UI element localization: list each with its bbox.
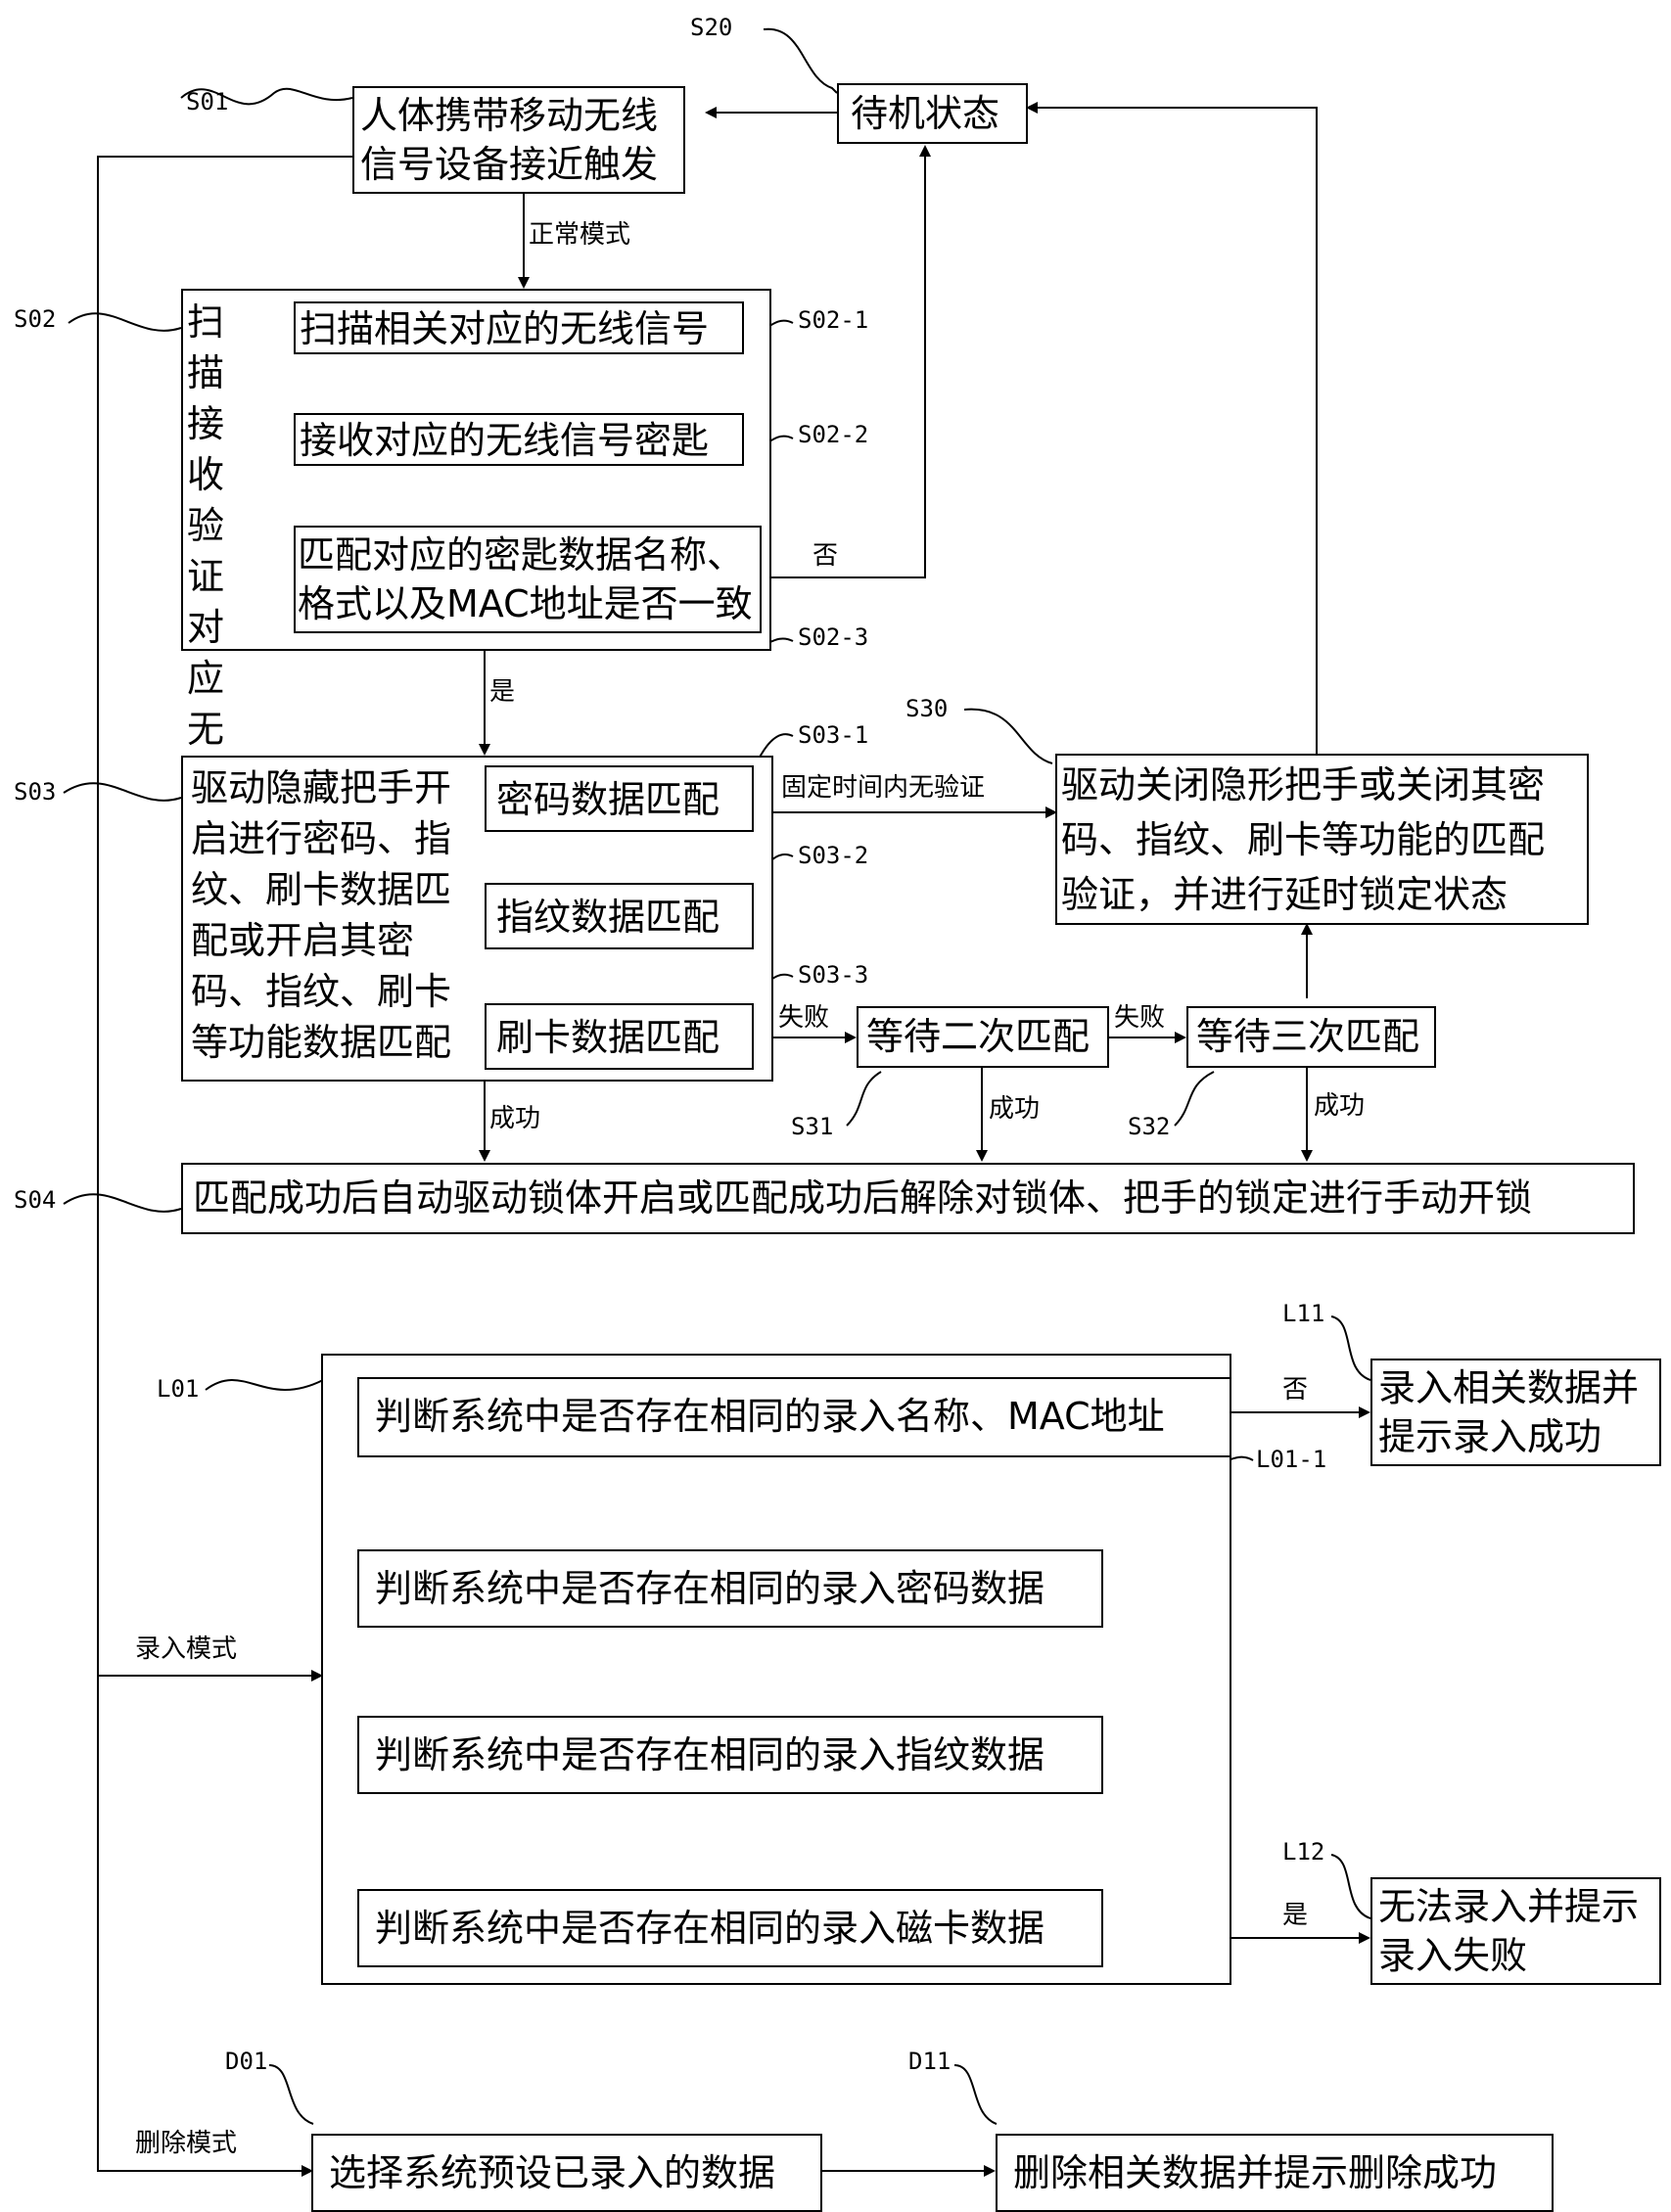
check-password-text: 判断系统中是否存在相同的录入密码数据 — [375, 1567, 1045, 1610]
drive-handle-line-4: 配或开启其密 — [191, 919, 415, 962]
step-id-s04: S04 — [14, 1186, 57, 1214]
standby-box: 待机状态 — [837, 83, 1028, 144]
delete-mode-label: 删除模式 — [135, 2129, 238, 2158]
step-id-l01: L01 — [157, 1375, 200, 1403]
fingerprint-match-box: 指纹数据匹配 — [485, 883, 754, 949]
step-id-l11: L11 — [1282, 1300, 1325, 1327]
entry-mode-label: 录入模式 — [135, 1635, 238, 1664]
check-name-mac-box: 判断系统中是否存在相同的录入名称、MAC地址 — [357, 1377, 1231, 1457]
drive-handle-line-3: 纹、刷卡数据匹 — [191, 868, 452, 911]
trigger-box: 人体携带移动无线 信号设备接近触发 — [352, 86, 685, 194]
success-label-1: 成功 — [489, 1104, 541, 1133]
third-match-text: 等待三次匹配 — [1196, 1015, 1420, 1058]
trigger-line-2: 信号设备接近触发 — [360, 143, 659, 186]
step-id-s02-1: S02-1 — [798, 306, 869, 334]
drive-handle-line-6: 等功能数据匹配 — [191, 1021, 452, 1064]
entry-fail-line-1: 无法录入并提示 — [1378, 1885, 1640, 1928]
step-id-d01: D01 — [225, 2048, 268, 2075]
check-card-text: 判断系统中是否存在相同的录入磁卡数据 — [375, 1907, 1045, 1950]
second-match-box: 等待二次匹配 — [857, 1006, 1109, 1068]
step-id-s02-3: S02-3 — [798, 623, 869, 651]
fixed-time-label: 固定时间内无验证 — [781, 773, 986, 803]
step-id-s03-3: S03-3 — [798, 961, 869, 989]
trigger-line-1: 人体携带移动无线 — [360, 94, 659, 137]
lock-delay-line-2: 码、指纹、刷卡等功能的匹配 — [1061, 818, 1546, 861]
scan-signal-box: 扫描相关对应的无线信号 — [294, 301, 744, 354]
step-id-l01-1: L01-1 — [1256, 1446, 1327, 1473]
select-data-text: 选择系统预设已录入的数据 — [329, 2151, 776, 2194]
yes-label-entry: 是 — [1282, 1901, 1309, 1930]
step-id-d11: D11 — [908, 2048, 952, 2075]
unlock-text: 匹配成功后自动驱动锁体开启或匹配成功后解除对锁体、把手的锁定进行手动开锁 — [193, 1176, 1533, 1220]
drive-handle-line-2: 启进行密码、指 — [191, 817, 452, 860]
lock-delay-line-3: 验证，并进行延时锁定状态 — [1061, 873, 1509, 916]
no-label-s02: 否 — [812, 541, 839, 571]
step-id-s03-2: S03-2 — [798, 842, 869, 869]
password-match-box: 密码数据匹配 — [485, 765, 754, 832]
entry-success-line-1: 录入相关数据并 — [1378, 1366, 1640, 1409]
check-fingerprint-box: 判断系统中是否存在相同的录入指纹数据 — [357, 1716, 1103, 1794]
step-id-s31: S31 — [791, 1113, 834, 1140]
entry-success-line-2: 提示录入成功 — [1378, 1415, 1602, 1458]
entry-fail-line-2: 录入失败 — [1378, 1934, 1528, 1977]
standby-text: 待机状态 — [851, 92, 1000, 135]
delete-data-box: 删除相关数据并提示删除成功 — [996, 2134, 1554, 2212]
match-key-line-1: 匹配对应的密匙数据名称、 — [298, 533, 745, 576]
fail-label-2: 失败 — [1114, 1003, 1166, 1033]
step-id-s20: S20 — [690, 14, 733, 41]
third-match-box: 等待三次匹配 — [1186, 1006, 1436, 1068]
yes-label-s02: 是 — [489, 677, 516, 707]
step-id-s01: S01 — [186, 88, 229, 115]
normal-mode-label: 正常模式 — [529, 220, 631, 250]
second-match-text: 等待二次匹配 — [866, 1015, 1091, 1058]
step-id-s02: S02 — [14, 305, 57, 333]
step-id-s03: S03 — [14, 778, 57, 806]
delete-data-text: 删除相关数据并提示删除成功 — [1013, 2151, 1498, 2194]
entry-check-box — [321, 1354, 1231, 1985]
success-label-3: 成功 — [1314, 1091, 1366, 1121]
check-card-box: 判断系统中是否存在相同的录入磁卡数据 — [357, 1889, 1103, 1967]
match-key-box: 匹配对应的密匙数据名称、 格式以及MAC地址是否一致 — [294, 526, 762, 633]
step-id-l12: L12 — [1282, 1838, 1325, 1866]
no-label-entry: 否 — [1282, 1375, 1309, 1405]
card-match-box: 刷卡数据匹配 — [485, 1003, 754, 1070]
password-match-text: 密码数据匹配 — [496, 778, 720, 821]
select-data-box: 选择系统预设已录入的数据 — [311, 2134, 822, 2212]
fingerprint-match-text: 指纹数据匹配 — [496, 896, 720, 939]
card-match-text: 刷卡数据匹配 — [496, 1016, 720, 1059]
success-label-2: 成功 — [989, 1094, 1041, 1124]
check-password-box: 判断系统中是否存在相同的录入密码数据 — [357, 1549, 1103, 1628]
check-name-mac-text: 判断系统中是否存在相同的录入名称、MAC地址 — [375, 1395, 1165, 1438]
receive-key-box: 接收对应的无线信号密匙 — [294, 413, 744, 466]
step-id-s32: S32 — [1128, 1113, 1171, 1140]
drive-handle-line-1: 驱动隐藏把手开 — [191, 766, 452, 809]
step-id-s03-1: S03-1 — [798, 721, 869, 749]
lock-delay-line-1: 驱动关闭隐形把手或关闭其密 — [1061, 763, 1546, 806]
fail-label-1: 失败 — [778, 1003, 830, 1033]
step-id-s30: S30 — [905, 695, 949, 722]
match-key-line-2: 格式以及MAC地址是否一致 — [298, 582, 753, 625]
scan-signal-text: 扫描相关对应的无线信号 — [300, 307, 710, 350]
entry-fail-box: 无法录入并提示 录入失败 — [1370, 1877, 1661, 1985]
unlock-box: 匹配成功后自动驱动锁体开启或匹配成功后解除对锁体、把手的锁定进行手动开锁 — [181, 1163, 1635, 1234]
receive-key-text: 接收对应的无线信号密匙 — [300, 419, 710, 462]
lock-delay-box: 驱动关闭隐形把手或关闭其密 码、指纹、刷卡等功能的匹配 验证，并进行延时锁定状态 — [1055, 754, 1589, 925]
entry-success-box: 录入相关数据并 提示录入成功 — [1370, 1359, 1661, 1466]
drive-handle-line-5: 码、指纹、刷卡 — [191, 970, 452, 1013]
step-id-s02-2: S02-2 — [798, 421, 869, 448]
check-fingerprint-text: 判断系统中是否存在相同的录入指纹数据 — [375, 1733, 1045, 1776]
